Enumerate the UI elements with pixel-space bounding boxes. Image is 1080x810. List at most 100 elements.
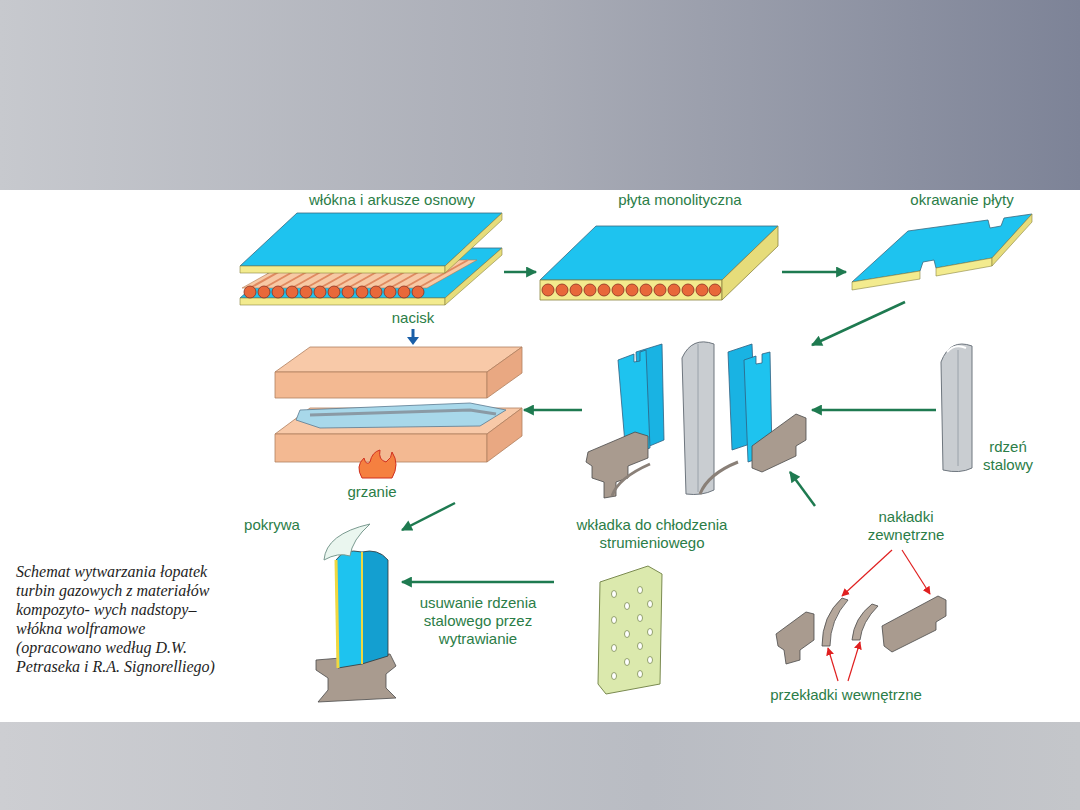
monolithic-plate-figure [598, 284, 610, 296]
cooling-insert-figure [648, 657, 653, 664]
cooling-insert-figure [625, 603, 630, 610]
stage-label: rdzeń stalowy [977, 438, 1039, 474]
stage-label: wkładka do chłodzenia strumieniowego [556, 516, 748, 552]
monolithic-plate-figure [540, 280, 722, 300]
cooling-insert-figure [612, 673, 617, 680]
fibre-layup-figure [384, 286, 396, 298]
pressure-arrow [407, 329, 419, 345]
stage-label: nakładki zewnętrzne [856, 508, 956, 544]
turbine-blade-figure [336, 560, 338, 668]
cooling-insert-figure [625, 631, 630, 638]
flow-arrow [402, 503, 455, 530]
flow-arrow [812, 302, 905, 345]
trimmed-plate-figure [852, 214, 1032, 290]
flow-arrow [504, 271, 536, 274]
process-stage: płyta monolityczna [536, 188, 782, 302]
monolithic-plate-figure [584, 284, 596, 296]
monolithic-plate-figure [542, 284, 554, 296]
cooling-insert-figure [638, 587, 643, 594]
cooling-insert-figure [638, 671, 643, 678]
monolithic-plate-figure [626, 284, 638, 296]
fibre-layup-figure [328, 286, 340, 298]
monolithic-plate-figure [709, 284, 721, 296]
stage-label: grzanie [347, 483, 396, 501]
assembly-figure [698, 344, 699, 492]
fibre-layup-figure [272, 286, 284, 298]
assembly-figure [682, 342, 714, 495]
overlay-parts-figure [776, 612, 814, 664]
header-band [0, 0, 1080, 190]
press-figure [275, 347, 522, 372]
process-stage: wkładka do chłodzenia strumieniowego [554, 514, 752, 696]
flow-arrow [524, 409, 582, 412]
process-stage [582, 335, 812, 472]
monolithic-plate-figure [556, 284, 568, 296]
monolithic-plate-figure [542, 284, 721, 296]
press-figure [275, 434, 487, 462]
cooling-insert-figure [612, 587, 653, 680]
stage-label: okrawanie płyty [910, 191, 1013, 209]
fibre-layup-figure [412, 286, 424, 298]
fibre-layup-figure [300, 286, 312, 298]
monolithic-plate-figure [540, 226, 778, 300]
trimmed-plate-figure [852, 214, 1032, 282]
fibre-layup-figure [244, 286, 424, 298]
part-leader-lines [828, 550, 930, 681]
press-figure [296, 403, 506, 428]
fibre-layup-figure [240, 213, 502, 266]
cooling-insert-figure [612, 645, 617, 652]
turbine-blade-figure [362, 551, 388, 664]
fibre-layup-figure [398, 286, 410, 298]
fibre-layup-figure [240, 266, 445, 273]
part-leader-lines [842, 550, 892, 596]
stage-label: przekładki wewnętrzne [770, 686, 922, 704]
fibre-layup-figure [258, 286, 270, 298]
press-figure [275, 347, 522, 462]
monolithic-plate-figure [722, 226, 778, 300]
fibre-layup-figure [445, 213, 502, 273]
pressure-arrow [407, 337, 419, 345]
process-stage: okrawanie płyty [846, 188, 1034, 302]
steel-core-figure [958, 350, 959, 466]
pressure-arrow [412, 329, 415, 338]
cooling-insert-figure [648, 629, 653, 636]
part-leader-lines [902, 550, 930, 594]
overlay-parts-figure [822, 598, 848, 646]
stage-label: nacisk [392, 309, 435, 327]
cooling-insert-figure [638, 615, 643, 622]
monolithic-plate-figure [612, 284, 624, 296]
turbine-blade-figure [336, 551, 362, 668]
monolithic-plate-figure [640, 284, 652, 296]
process-stage: rdzeń stalowy [936, 338, 1041, 478]
fibre-layup-figure [244, 286, 256, 298]
trimmed-plate-figure [852, 271, 920, 290]
monolithic-plate-figure [570, 284, 582, 296]
stage-label: włókna i arkusze osnowy [309, 191, 475, 209]
assembly-figure [586, 342, 806, 498]
turbine-blade-figure [324, 524, 370, 560]
part-leader-lines [828, 648, 838, 681]
fibre-layup-figure [314, 286, 326, 298]
monolithic-plate-figure [696, 284, 708, 296]
overlay-parts-figure [776, 596, 946, 664]
fibre-layup-figure [342, 286, 354, 298]
cooling-insert-figure [625, 659, 630, 666]
flow-arrow [790, 472, 815, 506]
assembly-figure [752, 414, 806, 472]
part-leader-lines [848, 642, 860, 681]
process-stage: nakładki zewnętrzne przekładki wewnętrzne [760, 506, 970, 708]
steel-core-figure [941, 344, 972, 472]
edge-label: usuwanie rdzenia stalowego przez wytrawi… [403, 594, 553, 648]
heating-flame [359, 450, 396, 478]
footer-band [0, 722, 1080, 810]
turbine-blade-figure [316, 524, 396, 702]
figure-caption: Schemat wytwarzania łopatek turbin gazow… [16, 562, 221, 676]
cooling-insert-figure [612, 617, 617, 624]
cooling-insert-figure [598, 566, 662, 694]
overlay-parts-figure [882, 596, 946, 652]
assembly-figure [700, 462, 738, 494]
flow-arrow [812, 409, 936, 412]
stage-label: płyta monolityczna [618, 191, 741, 209]
heating-flame [359, 450, 396, 478]
assembly-figure [612, 464, 650, 496]
